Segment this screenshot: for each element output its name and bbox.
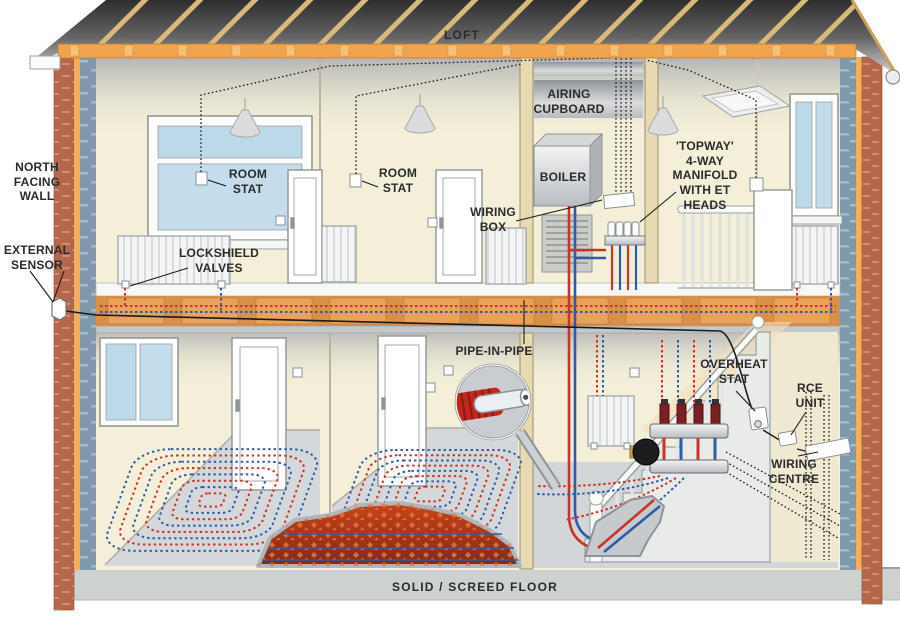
- label-room-stat-middle: ROOM STAT: [378, 166, 418, 195]
- label-boiler: BOILER: [539, 170, 587, 184]
- window-lower-left: [99, 337, 179, 427]
- roof: [28, 0, 900, 85]
- floor-joist-band: [95, 282, 841, 334]
- label-pipe-in-pipe: PIPE-IN-PIPE: [455, 344, 533, 358]
- manifold-lower: [629, 399, 729, 474]
- circulation-pump: [632, 438, 660, 466]
- label-room-stat-left: ROOM STAT: [228, 167, 268, 196]
- screed-mound: [256, 501, 522, 568]
- label-rce-unit: RCE UNIT: [795, 381, 825, 410]
- control-devices: [51, 297, 852, 462]
- rce-unit-device: [777, 430, 798, 447]
- magnifier: [454, 363, 561, 491]
- label-lockshield-valves: LOCKSHIELD VALVES: [179, 246, 259, 275]
- torn-floor-patch: [584, 495, 665, 557]
- leader-lines: [29, 179, 819, 457]
- wiring-centre-device: [804, 437, 852, 462]
- label-external-sensor: EXTERNAL SENSOR: [3, 243, 71, 272]
- manifold-upper: [602, 191, 646, 246]
- ceiling-lamps: [229, 94, 679, 138]
- label-loft: LOFT: [443, 28, 481, 42]
- window-upper-right: [785, 93, 843, 225]
- label-airing-cupboard: AIRING CUPBOARD: [533, 87, 605, 116]
- boiler-box: [532, 132, 604, 208]
- room-stat-device-middle: [349, 173, 362, 188]
- radiators: [117, 225, 839, 450]
- label-solid-screed-floor: SOLID / SCREED FLOOR: [391, 580, 558, 594]
- label-north-facing-wall: NORTH FACING WALL: [13, 160, 61, 204]
- cables: [57, 50, 841, 560]
- underfloor-spiral-left: [101, 449, 323, 551]
- external-sensor-device: [51, 297, 67, 321]
- room-stat-device-left: [195, 171, 208, 186]
- label-overheat-stat: OVERHEAT STAT: [700, 357, 768, 386]
- label-wiring-centre: WIRING CENTRE: [768, 457, 820, 486]
- right-wall: [840, 56, 883, 605]
- label-manifold: 'TOPWAY' 4-WAY MANIFOLD WITH ET HEADS: [672, 139, 738, 212]
- left-wall: [53, 56, 96, 611]
- label-wiring-box: WIRING BOX: [470, 205, 516, 234]
- doors: [231, 169, 793, 491]
- overheat-stat-device: [748, 406, 769, 431]
